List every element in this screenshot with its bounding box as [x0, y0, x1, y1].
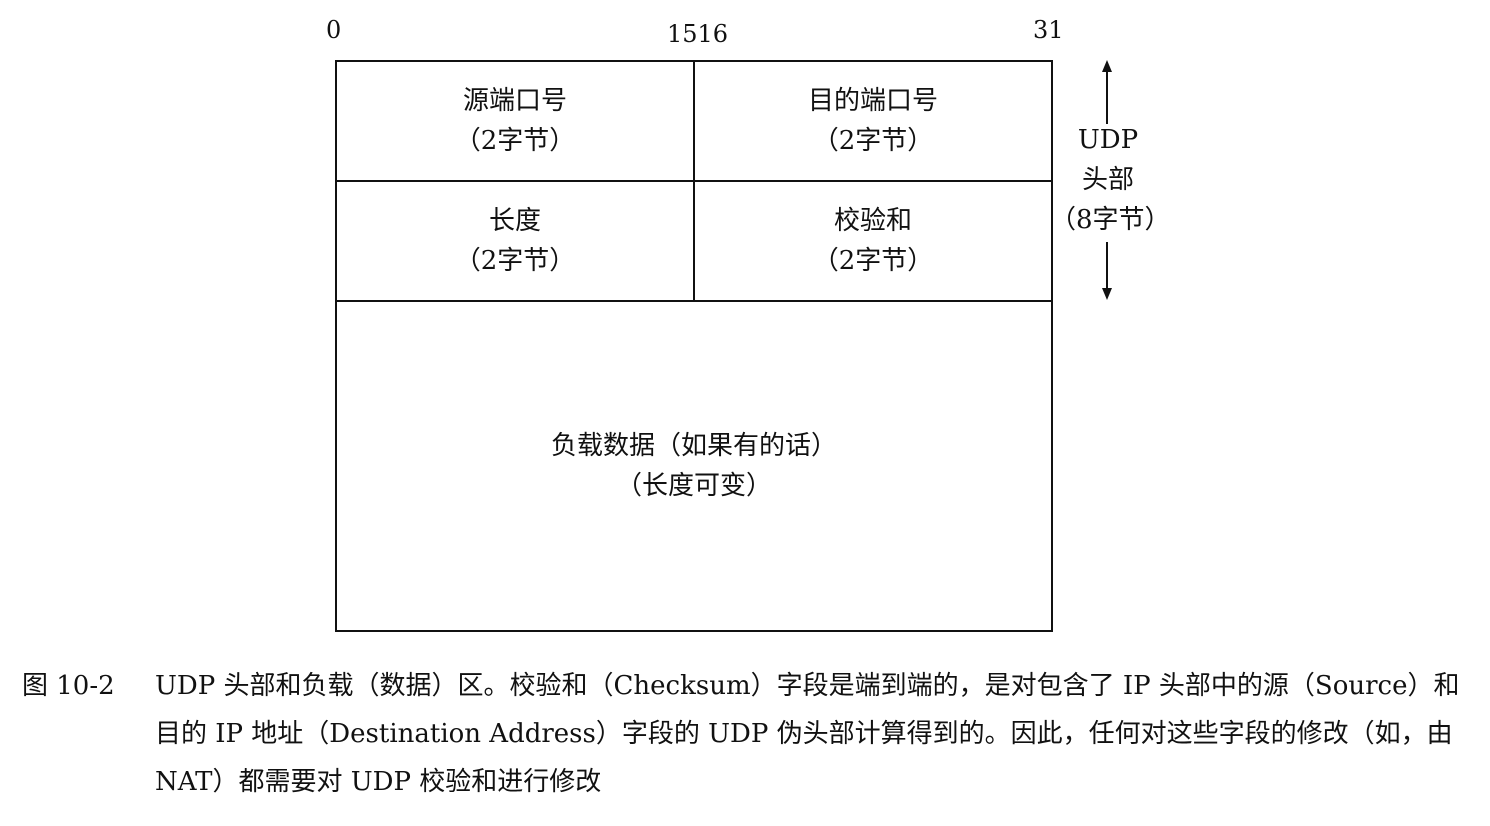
header-label-line2: 头部 — [1081, 165, 1134, 195]
bit-label-31: 31 — [1033, 16, 1064, 44]
field-payload-size: （长度可变） — [615, 471, 772, 501]
field-payload-name: 负载数据（如果有的话） — [550, 431, 837, 461]
field-checksum-name: 校验和 — [833, 206, 912, 236]
caption-text: UDP 头部和负载（数据）区。校验和（Checksum）字段是端到端的，是对包含… — [155, 671, 1460, 797]
field-length: 长度 （2字节） — [337, 182, 695, 302]
header-label-line1: UDP — [1077, 125, 1139, 155]
field-source-port: 源端口号 （2字节） — [337, 62, 695, 182]
field-source-port-size: （2字节） — [454, 126, 576, 156]
field-payload: 负载数据（如果有的话） （长度可变） — [337, 302, 1051, 630]
field-dest-port: 目的端口号 （2字节） — [695, 62, 1051, 182]
udp-header-diagram: 源端口号 （2字节） 目的端口号 （2字节） 长度 （2字节） 校验和 （2字节… — [335, 60, 1053, 632]
header-label-line3: （8字节） — [1050, 205, 1171, 235]
field-checksum: 校验和 （2字节） — [695, 182, 1051, 302]
field-dest-port-name: 目的端口号 — [807, 86, 938, 116]
bit-label-15-16: 1516 — [667, 20, 729, 48]
field-source-port-name: 源端口号 — [462, 86, 567, 116]
bit-label-0: 0 — [326, 16, 342, 44]
figure-number: 图 10-2 — [22, 671, 115, 701]
field-length-name: 长度 — [488, 206, 541, 236]
header-extent-arrows — [1102, 60, 1112, 300]
field-dest-port-size: （2字节） — [812, 126, 934, 156]
down-arrow-icon — [1102, 288, 1112, 300]
field-length-size: （2字节） — [454, 246, 576, 276]
field-checksum-size: （2字节） — [812, 246, 934, 276]
up-arrow-icon — [1102, 60, 1112, 72]
udp-header-size-label: UDP 头部 （8字节） — [1050, 120, 1171, 240]
